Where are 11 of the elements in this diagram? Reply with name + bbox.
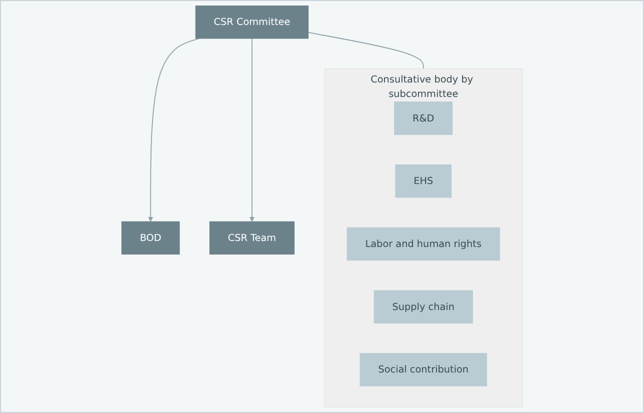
arrow <box>148 38 200 222</box>
node-box: R&D <box>394 102 453 135</box>
node-box: CSR Team <box>209 221 295 255</box>
arrow <box>249 38 255 222</box>
connector <box>308 32 424 70</box>
node-box: EHS <box>395 164 452 198</box>
node-box: CSR Committee <box>195 6 309 39</box>
node-box: Social contribution <box>360 353 487 386</box>
node-box: Labor and human rights <box>346 227 500 261</box>
node-box: Supply chain <box>374 290 473 324</box>
node-box: BOD <box>121 221 180 255</box>
